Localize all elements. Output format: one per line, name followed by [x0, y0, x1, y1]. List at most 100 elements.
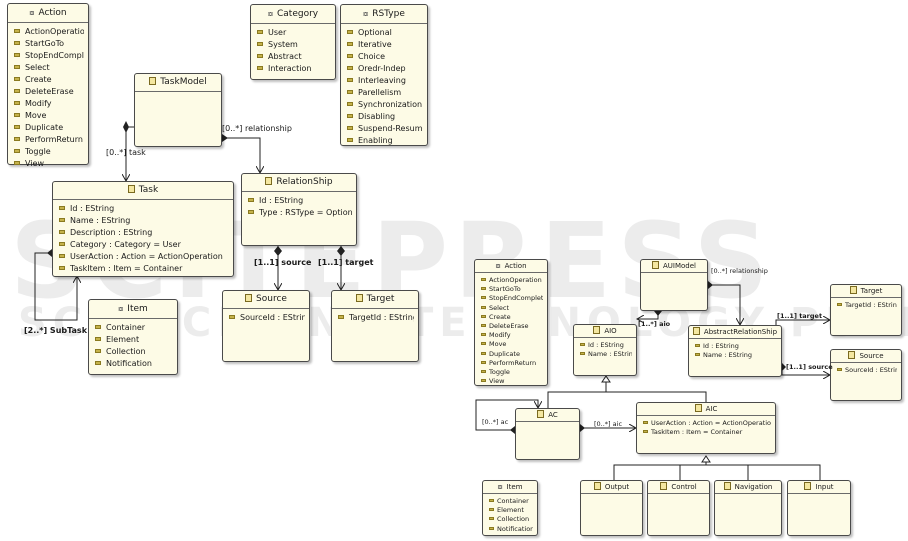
- list-item[interactable]: UserAction : Action = ActionOperation: [643, 419, 771, 428]
- list-item[interactable]: Interaction: [257, 63, 331, 75]
- list-item[interactable]: Id : EString: [59, 203, 229, 215]
- list-item[interactable]: Category : Category = User: [59, 239, 229, 251]
- list-item-label: Select: [25, 63, 50, 72]
- list-item[interactable]: SourceId : EString: [837, 366, 897, 375]
- attribute-icon: [580, 352, 585, 356]
- link-taskmodel-relationship: [222, 137, 260, 173]
- list-item[interactable]: StartGoTo: [14, 38, 84, 50]
- list-item[interactable]: Id : EString: [248, 195, 352, 207]
- list-item[interactable]: Modify: [14, 98, 84, 110]
- class-task-title: Task: [138, 185, 159, 195]
- list-item[interactable]: PerformReturn: [14, 134, 84, 146]
- attribute-icon: [481, 333, 486, 337]
- list-item[interactable]: PerformReturn: [481, 359, 543, 368]
- class-output-title: Output: [604, 483, 630, 491]
- class-source[interactable]: Source SourceId : EString: [222, 290, 310, 362]
- list-item[interactable]: Choice: [347, 51, 423, 63]
- list-item[interactable]: TargetId : EString: [338, 312, 414, 324]
- class-target[interactable]: Target TargetId : EString: [331, 290, 419, 362]
- list-item[interactable]: Iterative: [347, 39, 423, 51]
- class-source-aui[interactable]: Source SourceId : EString: [830, 349, 902, 401]
- list-item[interactable]: Move: [14, 110, 84, 122]
- list-item[interactable]: Create: [14, 74, 84, 86]
- list-item-label: Interleaving: [358, 76, 406, 85]
- class-aic[interactable]: AIC UserAction : Action = ActionOperatio…: [636, 402, 776, 454]
- list-item[interactable]: Interleaving: [347, 75, 423, 87]
- class-input[interactable]: Input: [787, 480, 851, 536]
- list-item[interactable]: Toggle: [481, 368, 543, 377]
- class-ac[interactable]: AC: [515, 408, 580, 460]
- list-item[interactable]: Description : EString: [59, 227, 229, 239]
- class-auimodel[interactable]: AUIModel: [640, 259, 708, 311]
- list-item[interactable]: ActionOperation: [14, 26, 84, 38]
- list-item[interactable]: SourceId : EString: [229, 312, 305, 324]
- list-item[interactable]: Container: [489, 497, 533, 506]
- list-item[interactable]: TaskItem : Item = Container: [59, 263, 229, 275]
- list-item[interactable]: TaskItem : Item = Container: [643, 428, 771, 437]
- list-item[interactable]: Notification: [95, 358, 173, 370]
- list-item[interactable]: DeleteErase: [481, 322, 543, 331]
- list-item[interactable]: User: [257, 27, 331, 39]
- list-item[interactable]: Synchronization: [347, 99, 423, 111]
- list-item[interactable]: Select: [481, 304, 543, 313]
- list-item[interactable]: Toggle: [14, 146, 84, 158]
- class-target-aui[interactable]: Target TargetId : EString: [830, 284, 902, 336]
- list-item[interactable]: Suspend-Resume: [347, 123, 423, 135]
- list-item[interactable]: DeleteErase: [14, 86, 84, 98]
- list-item[interactable]: Id : EString: [580, 341, 632, 350]
- class-navigation[interactable]: Navigation: [714, 480, 782, 536]
- list-item[interactable]: ActionOperation: [481, 276, 543, 285]
- list-item[interactable]: Move: [481, 340, 543, 349]
- list-item[interactable]: Notification: [489, 525, 533, 534]
- list-item[interactable]: Name : EString: [580, 350, 632, 359]
- class-control[interactable]: Control: [647, 480, 710, 536]
- list-item[interactable]: View: [14, 158, 84, 170]
- list-item[interactable]: Oredr-Indep: [347, 63, 423, 75]
- list-item[interactable]: TargetId : EString: [837, 301, 897, 310]
- class-taskmodel[interactable]: TaskModel: [134, 73, 222, 147]
- list-item[interactable]: Type : RSType = Optional: [248, 207, 352, 219]
- list-item[interactable]: Create: [481, 313, 543, 322]
- list-item[interactable]: UserAction : Action = ActionOperation: [59, 251, 229, 263]
- list-item[interactable]: Optional: [347, 27, 423, 39]
- list-item[interactable]: Disabling: [347, 111, 423, 123]
- list-item[interactable]: Modify: [481, 331, 543, 340]
- list-item[interactable]: Id : EString: [695, 342, 777, 351]
- list-item[interactable]: StopEndComplete: [14, 50, 84, 62]
- list-item[interactable]: StartGoTo: [481, 285, 543, 294]
- list-item[interactable]: StopEndComplete: [481, 294, 543, 303]
- list-item[interactable]: Collection: [489, 515, 533, 524]
- attribute-icon: [95, 325, 101, 329]
- list-item-label: Id : EString: [70, 204, 115, 213]
- list-item[interactable]: Duplicate: [14, 122, 84, 134]
- list-item[interactable]: System: [257, 39, 331, 51]
- list-item[interactable]: Container: [95, 322, 173, 334]
- list-item[interactable]: Element: [95, 334, 173, 346]
- list-item[interactable]: Enabling: [347, 135, 423, 147]
- list-item-label: TaskItem : Item = Container: [651, 428, 743, 437]
- attribute-icon: [489, 499, 494, 502]
- list-item[interactable]: Abstract: [257, 51, 331, 63]
- list-item[interactable]: Name : EString: [695, 351, 777, 360]
- list-item[interactable]: Element: [489, 506, 533, 515]
- list-item[interactable]: Duplicate: [481, 350, 543, 359]
- list-item[interactable]: Select: [14, 62, 84, 74]
- list-item-label: SourceId : EString: [845, 366, 897, 374]
- list-item[interactable]: Collection: [95, 346, 173, 358]
- list-item[interactable]: Name : EString: [59, 215, 229, 227]
- list-item[interactable]: Parellelism: [347, 87, 423, 99]
- list-item[interactable]: View: [481, 377, 543, 386]
- class-output[interactable]: Output: [580, 480, 643, 536]
